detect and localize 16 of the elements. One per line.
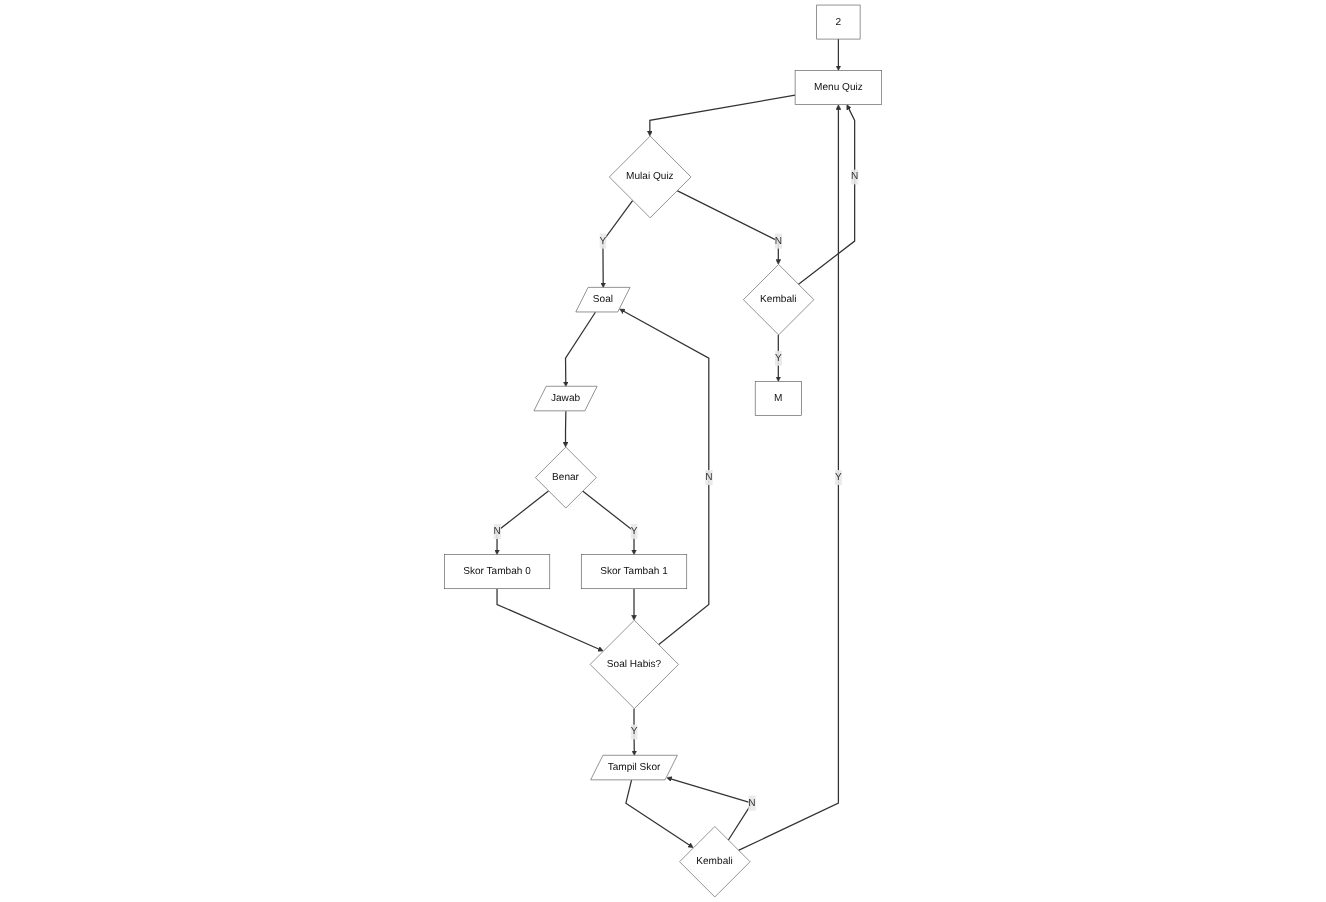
- arrow: [619, 308, 710, 646]
- arrow: [835, 38, 842, 71]
- arrow: [625, 779, 694, 848]
- arrow: [563, 311, 596, 387]
- arrow: [600, 199, 634, 288]
- arrow: [496, 588, 604, 652]
- arrow: [666, 776, 753, 841]
- arrow: [631, 588, 637, 621]
- arrow: [562, 410, 569, 448]
- arrow: [737, 104, 842, 852]
- arrow: [797, 104, 856, 285]
- arrow: [494, 490, 550, 555]
- arrow: [581, 490, 637, 555]
- arrow: [676, 189, 782, 265]
- arrow: [775, 334, 782, 382]
- arrow: [647, 94, 796, 137]
